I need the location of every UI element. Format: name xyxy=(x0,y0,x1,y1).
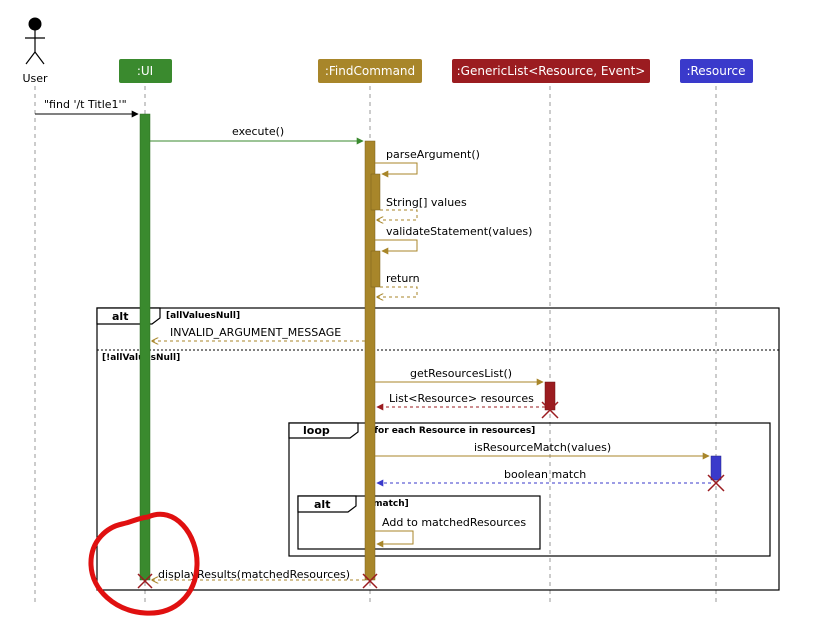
message-add-matched-label: Add to matchedResources xyxy=(382,516,526,529)
message-parse-argument: parseArgument() xyxy=(375,148,480,178)
frame-loop: loop [for each Resource in resources] xyxy=(288,422,771,557)
participant-genericlist-label: :GenericList<Resource, Event> xyxy=(457,64,646,78)
actor-user: User xyxy=(22,17,48,85)
destroy-markers xyxy=(137,401,725,589)
message-display-results: displayResults(matchedResources) xyxy=(152,568,365,581)
frame-alt-outer: alt [allValuesNull] [!allValuesNull] xyxy=(96,307,780,591)
activation-resource xyxy=(710,455,722,481)
destroy-genericlist-icon xyxy=(541,401,559,419)
frame-alt-inner: alt [match] xyxy=(297,495,541,550)
message-return-label: return xyxy=(386,272,420,285)
lifelines xyxy=(34,86,717,605)
frame-loop-guard: [for each Resource in resources] xyxy=(370,426,535,436)
message-invalid-argument: INVALID_ARGUMENT_MESSAGE xyxy=(152,326,365,341)
participant-ui-label: :UI xyxy=(137,64,153,78)
message-validate-statement-label: validateStatement(values) xyxy=(386,225,532,238)
participant-ui: :UI xyxy=(119,59,172,83)
message-string-values-label: String[] values xyxy=(386,196,467,209)
participant-genericlist: :GenericList<Resource, Event> xyxy=(452,59,650,83)
destroy-ui-icon xyxy=(137,573,153,589)
message-add-matched: Add to matchedResources xyxy=(375,516,526,548)
annotation-circle xyxy=(88,512,200,616)
destroy-resource-icon xyxy=(707,474,725,492)
message-list-resources: List<Resource> resources xyxy=(376,392,545,411)
frame-alt-outer-guard-1: [allValuesNull] xyxy=(166,311,240,321)
frame-loop-tag: loop xyxy=(303,424,330,437)
activation-findcommand-parse xyxy=(370,173,381,211)
message-string-values: String[] values xyxy=(377,196,467,220)
actor-label: User xyxy=(22,72,48,85)
message-validate-statement: validateStatement(values) xyxy=(375,225,532,255)
destroy-findcommand-icon xyxy=(362,573,378,589)
frame-alt-inner-tag: alt xyxy=(314,498,330,511)
message-invalid-argument-label: INVALID_ARGUMENT_MESSAGE xyxy=(170,326,341,339)
participant-resource-label: :Resource xyxy=(686,64,745,78)
actor-head-icon xyxy=(28,17,42,31)
message-display-results-label: displayResults(matchedResources) xyxy=(158,568,350,581)
message-boolean-match-label: boolean match xyxy=(504,468,586,481)
message-get-resources-list: getResourcesList() xyxy=(375,367,544,386)
message-get-resources-list-label: getResourcesList() xyxy=(410,367,512,380)
message-return: return xyxy=(377,272,420,297)
message-is-resource-match-label: isResourceMatch(values) xyxy=(474,441,611,454)
message-user-input: "find '/t Title1'" xyxy=(35,98,139,118)
participant-findcommand-label: :FindCommand xyxy=(325,64,415,78)
message-execute: execute() xyxy=(150,125,364,145)
participant-findcommand: :FindCommand xyxy=(318,59,422,83)
message-boolean-match: boolean match xyxy=(376,468,711,487)
participant-resource: :Resource xyxy=(680,59,753,83)
message-is-resource-match: isResourceMatch(values) xyxy=(375,441,710,460)
frame-alt-outer-tag: alt xyxy=(112,310,128,323)
activation-ui xyxy=(139,113,151,581)
message-user-input-label: "find '/t Title1'" xyxy=(44,98,127,111)
message-execute-label: execute() xyxy=(232,125,284,138)
message-list-resources-label: List<Resource> resources xyxy=(389,392,534,405)
frame-alt-inner-guard: [match] xyxy=(369,499,409,509)
message-parse-argument-label: parseArgument() xyxy=(386,148,480,161)
activation-findcommand-validate xyxy=(370,250,381,288)
